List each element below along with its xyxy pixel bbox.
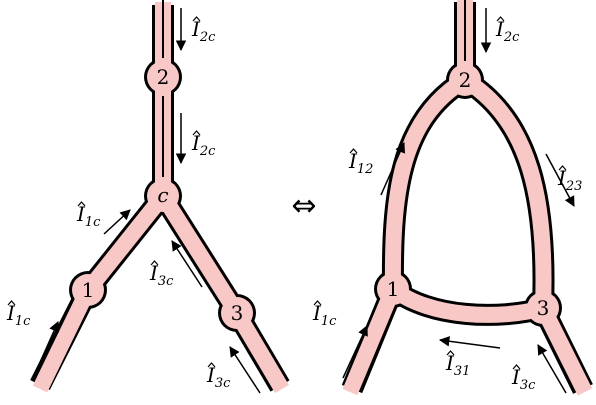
left-arrow-in3	[229, 346, 261, 394]
left-current-label-middle: I2c	[191, 131, 216, 159]
left-arrow-c3	[171, 240, 203, 288]
left-arrow-in1	[32, 321, 59, 379]
right-current-label-top: I2c	[495, 17, 520, 45]
right-arrow-in3	[537, 344, 567, 394]
left-node-2-label: 2	[157, 65, 170, 89]
left-current-arrows	[32, 8, 261, 394]
right-node-3-label: 3	[537, 296, 550, 320]
right-node-2-label: 2	[459, 68, 472, 92]
right-hat-marks	[313, 16, 567, 370]
left-node-1-label: 1	[82, 278, 95, 302]
right-graph: 2 1 3 I2c I12 I23 I31 I1c I3c	[312, 0, 593, 396]
right-current-label-in1: I1c	[312, 301, 337, 329]
left-current-label-c3: I3c	[149, 261, 174, 289]
right-current-label-12: I12	[348, 149, 373, 177]
left-nodes-fill	[72, 61, 253, 329]
left-arrow-c1	[103, 209, 131, 235]
left-node-3-label: 3	[231, 301, 244, 325]
right-arrow-12	[380, 142, 405, 196]
right-current-arrows	[342, 8, 575, 394]
left-hat-marks	[7, 16, 216, 368]
right-current-label-23: I23	[557, 166, 582, 194]
left-current-label-in3: I3c	[206, 363, 231, 391]
left-node-c-label: c	[157, 183, 168, 207]
right-current-label-31: I31	[445, 351, 470, 379]
right-nodes-fill	[377, 64, 559, 324]
right-arrow-in1	[342, 325, 368, 379]
left-current-label-c1: I1c	[76, 202, 101, 230]
right-arrow-31	[438, 336, 501, 349]
right-current-label-in3: I3c	[511, 365, 536, 393]
right-node-1-label: 1	[387, 277, 400, 301]
left-graph: 2 c 1 3 I2c I2c I1c I3c I1c I3c	[6, 0, 290, 394]
left-current-label-top: I2c	[191, 17, 216, 45]
right-arrow-23	[545, 153, 575, 207]
equivalence-symbol: ⇔	[291, 189, 316, 224]
left-current-label-in1: I1c	[6, 301, 31, 329]
